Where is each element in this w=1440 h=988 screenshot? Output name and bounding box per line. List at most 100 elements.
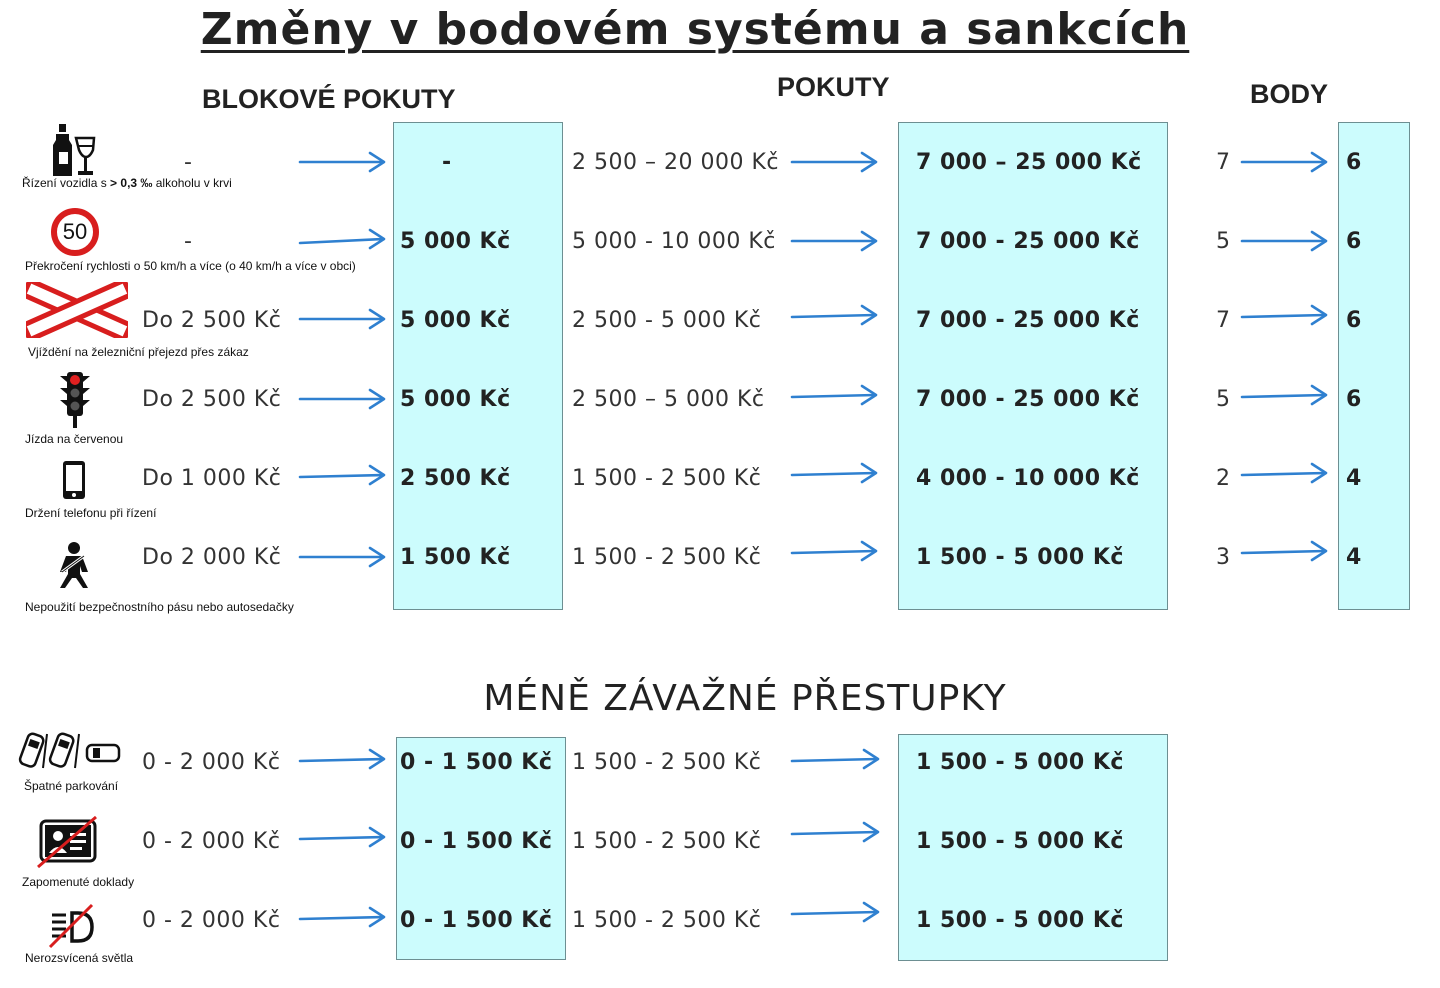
blokove-old-value: Do 2 500 Kč xyxy=(142,387,282,412)
blokove-new-value: 0 - 1 500 Kč xyxy=(400,829,553,854)
fine-new-value: 1 500 - 5 000 Kč xyxy=(916,545,1124,570)
blokove-old-value: 0 - 2 000 Kč xyxy=(142,750,281,775)
blokove-old-value: Do 2 000 Kč xyxy=(142,545,282,570)
railway-crossing-icon xyxy=(20,277,134,343)
row-caption: Špatné parkování xyxy=(24,779,119,793)
right-arrow-icon xyxy=(790,540,878,563)
points-old-value: 7 xyxy=(1216,150,1231,175)
table-row: Jízda na červenou Do 2 500 Kč 5 000 Kč 2… xyxy=(0,360,1440,446)
blokove-new-value: 5 000 Kč xyxy=(400,308,511,333)
fine-new-value: 7 000 – 25 000 Kč xyxy=(916,150,1142,175)
header-body: BODY xyxy=(1250,79,1329,109)
table-row: Řízení vozidla s > 0,3 ‰ alkoholu v krvi… xyxy=(0,120,1440,200)
body-new-column-box xyxy=(1338,122,1410,610)
points-new-value: 4 xyxy=(1346,545,1362,570)
fine-new-value: 4 000 - 10 000 Kč xyxy=(916,466,1140,491)
points-new-value: 6 xyxy=(1346,308,1362,333)
fine-old-value: 2 500 – 5 000 Kč xyxy=(572,387,765,412)
traffic-light-icon xyxy=(58,372,92,428)
seatbelt-icon xyxy=(52,542,96,588)
fine-old-value: 5 000 - 10 000 Kč xyxy=(572,229,776,254)
mobile-phone-icon xyxy=(62,460,86,500)
table-row: 50 Překročení rychlosti o 50 km/h a více… xyxy=(0,200,1440,280)
fine-new-value: 7 000 - 25 000 Kč xyxy=(916,229,1140,254)
fine-old-value: 1 500 - 2 500 Kč xyxy=(572,545,762,570)
right-arrow-icon xyxy=(298,387,386,410)
alcohol-bottle-glass-icon xyxy=(50,124,100,176)
blokove-new-value: 0 - 1 500 Kč xyxy=(400,750,553,775)
header-blokove-pokuty: BLOKOVÉ POKUTY xyxy=(202,84,456,114)
right-arrow-icon xyxy=(298,545,386,568)
blokove-old-value: Do 2 500 Kč xyxy=(142,308,282,333)
blokove-old-value: 0 - 2 000 Kč xyxy=(142,829,281,854)
right-arrow-icon xyxy=(790,748,880,771)
points-new-value: 6 xyxy=(1346,387,1362,412)
blokove-new-value: 1 500 Kč xyxy=(400,545,511,570)
blokove-old-value: - xyxy=(184,229,193,254)
blokove-new-value: 2 500 Kč xyxy=(400,466,511,491)
right-arrow-icon xyxy=(298,464,386,487)
right-arrow-icon xyxy=(1240,462,1328,485)
points-old-value: 2 xyxy=(1216,466,1231,491)
right-arrow-icon xyxy=(790,304,878,327)
right-arrow-icon xyxy=(1240,229,1328,252)
points-old-value: 7 xyxy=(1216,308,1231,333)
row-caption: Jízda na červenou xyxy=(25,432,124,446)
header-pokuty: POKUTY xyxy=(777,72,890,102)
row-caption: Překročení rychlosti o 50 km/h a více (o… xyxy=(25,259,356,273)
fine-old-value: 1 500 - 2 500 Kč xyxy=(572,829,762,854)
fine-old-value: 1 500 - 2 500 Kč xyxy=(572,908,762,933)
fine-old-value: 1 500 - 2 500 Kč xyxy=(572,466,762,491)
pokuty-new-column-box xyxy=(898,122,1168,610)
row-caption: Řízení vozidla s > 0,3 ‰ alkoholu v krvi xyxy=(22,176,232,190)
row-caption: Nepoužití bezpečnostního pásu nebo autos… xyxy=(25,600,294,614)
points-old-value: 3 xyxy=(1216,545,1231,570)
table-row: Držení telefonu při řízení Do 1 000 Kč 2… xyxy=(0,440,1440,520)
minor-pokuty-new-box xyxy=(898,734,1168,961)
blokove-new-value: - xyxy=(442,150,452,175)
blokove-new-value: 0 - 1 500 Kč xyxy=(400,908,553,933)
right-arrow-icon xyxy=(298,150,386,173)
table-row: Nerozsvícená světla 0 - 2 000 Kč 0 - 1 5… xyxy=(0,885,1440,975)
right-arrow-icon xyxy=(790,821,880,844)
blokove-new-column-box xyxy=(393,122,563,610)
points-old-value: 5 xyxy=(1216,229,1231,254)
right-arrow-icon xyxy=(298,228,386,253)
points-old-value: 5 xyxy=(1216,387,1231,412)
row-caption: Zapomenuté doklady xyxy=(22,875,135,889)
table-row: Špatné parkování 0 - 2 000 Kč 0 - 1 500 … xyxy=(0,725,1440,800)
right-arrow-icon xyxy=(790,462,878,485)
fine-new-value: 7 000 - 25 000 Kč xyxy=(916,387,1140,412)
right-arrow-icon xyxy=(790,150,878,173)
blokove-new-value: 5 000 Kč xyxy=(400,387,511,412)
points-new-value: 6 xyxy=(1346,229,1362,254)
minor-offences-title: MÉNĚ ZÁVAŽNÉ PŘESTUPKY xyxy=(483,678,1007,719)
right-arrow-icon xyxy=(298,748,386,771)
row-caption: Vjíždění na železniční přejezd přes záka… xyxy=(28,345,249,359)
right-arrow-icon xyxy=(1240,384,1328,407)
blokove-old-value: Do 1 000 Kč xyxy=(142,466,282,491)
points-new-value: 6 xyxy=(1346,150,1362,175)
right-arrow-icon xyxy=(298,826,386,849)
fine-old-value: 2 500 – 20 000 Kč xyxy=(572,150,779,175)
table-row: Nepoužití bezpečnostního pásu nebo autos… xyxy=(0,520,1440,614)
row-caption: Nerozsvícená světla xyxy=(25,951,134,965)
page-title: Změny v bodovém systému a sankcích xyxy=(200,4,1190,55)
speed-limit-value: 50 xyxy=(62,219,88,244)
blokove-new-value: 5 000 Kč xyxy=(400,229,511,254)
right-arrow-icon xyxy=(298,906,386,929)
fine-new-value: 1 500 - 5 000 Kč xyxy=(916,829,1124,854)
right-arrow-icon xyxy=(1240,540,1328,563)
points-new-value: 4 xyxy=(1346,466,1362,491)
right-arrow-icon xyxy=(1240,304,1328,327)
right-arrow-icon xyxy=(790,901,880,924)
right-arrow-icon xyxy=(1240,150,1328,173)
right-arrow-icon xyxy=(790,229,878,252)
table-row: Vjíždění na železniční přejezd přes záka… xyxy=(0,277,1440,360)
fine-old-value: 1 500 - 2 500 Kč xyxy=(572,750,762,775)
fine-new-value: 1 500 - 5 000 Kč xyxy=(916,750,1124,775)
wrong-parking-icon xyxy=(17,730,121,774)
headlights-off-icon xyxy=(46,903,98,951)
fine-old-value: 2 500 - 5 000 Kč xyxy=(572,308,762,333)
fine-new-value: 1 500 - 5 000 Kč xyxy=(916,908,1124,933)
